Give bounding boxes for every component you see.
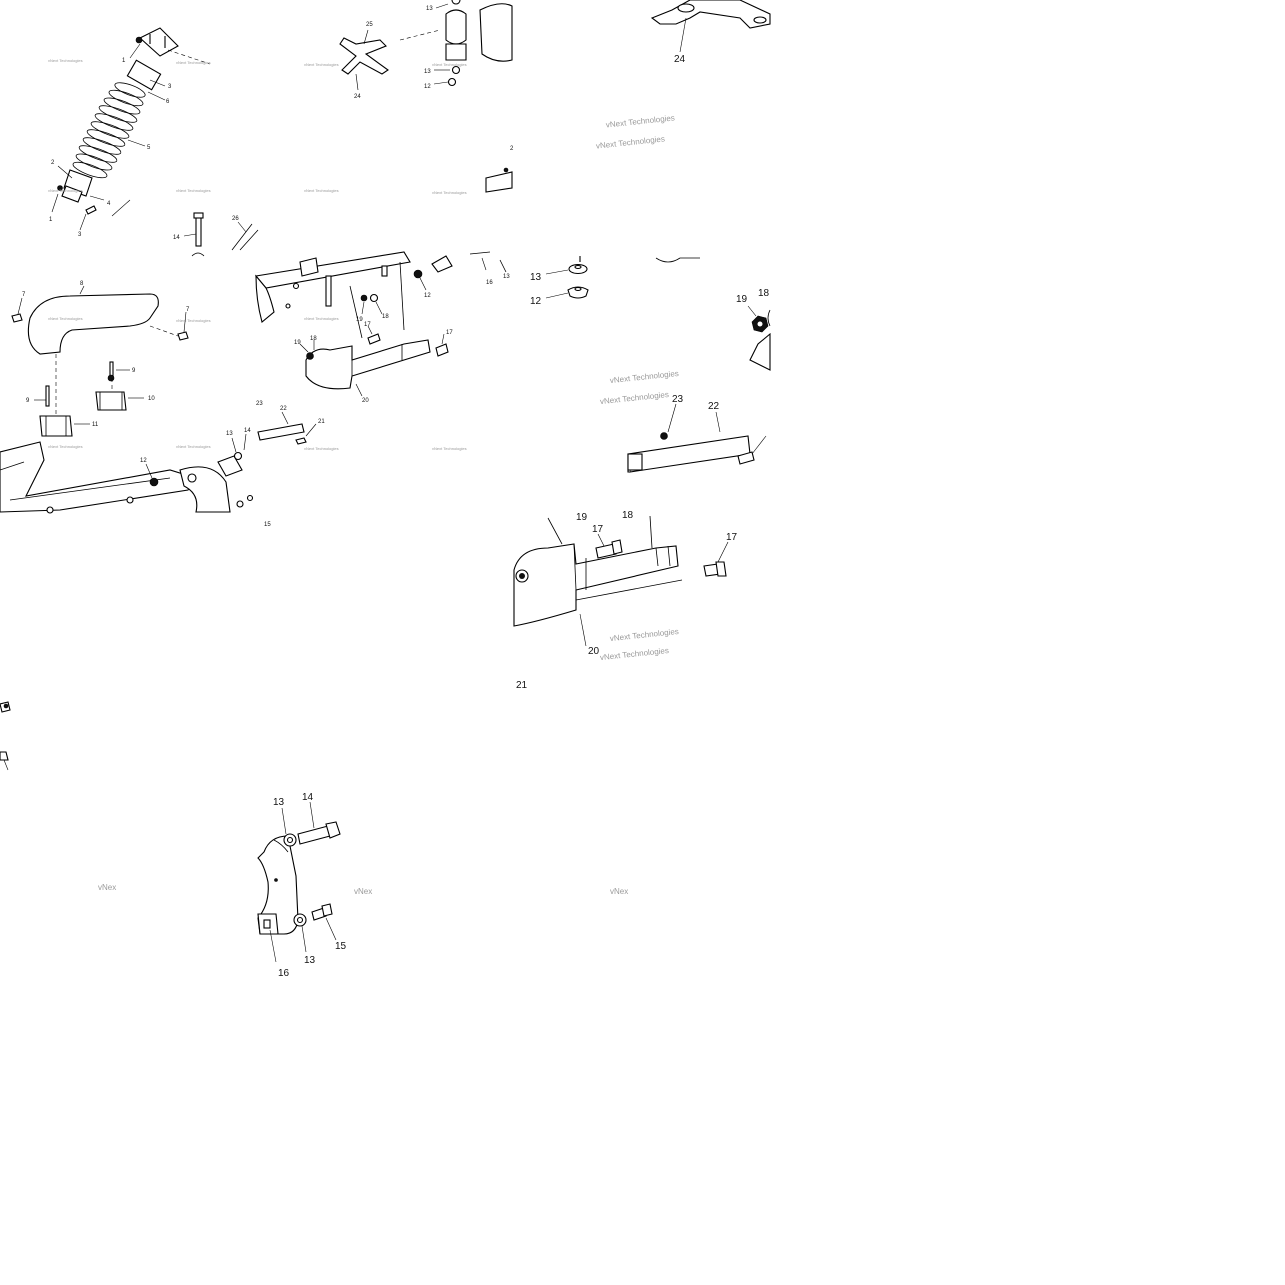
svg-text:17: 17 — [726, 532, 738, 543]
svg-text:vNex: vNex — [354, 887, 372, 896]
svg-text:1: 1 — [122, 58, 126, 64]
svg-text:18: 18 — [382, 314, 389, 320]
shock-labels: 1 3 6 5 2 4 1 3 — [49, 58, 172, 238]
svg-text:6: 6 — [166, 99, 170, 105]
detail-washers-13-12: 13 12 — [530, 256, 700, 307]
svg-text:21: 21 — [318, 419, 325, 425]
svg-text:1: 1 — [49, 217, 53, 223]
svg-text:vNext Technologies: vNext Technologies — [176, 444, 211, 449]
svg-text:13: 13 — [273, 797, 285, 808]
svg-text:12: 12 — [424, 84, 431, 90]
svg-text:13: 13 — [530, 272, 542, 283]
svg-text:vNext Technologies: vNext Technologies — [596, 134, 666, 150]
svg-text:7: 7 — [186, 307, 190, 313]
svg-text:24: 24 — [354, 94, 361, 100]
svg-text:21: 21 — [516, 680, 528, 691]
svg-text:22: 22 — [280, 406, 287, 412]
svg-text:14: 14 — [302, 792, 314, 803]
svg-text:24: 24 — [674, 54, 686, 65]
detail-tube-22: 23 22 — [627, 394, 767, 473]
overview-watermarks: vNext Technologies vNext Technologies vN… — [48, 58, 467, 451]
svg-text:vNext Technologies: vNext Technologies — [304, 62, 339, 67]
svg-text:2: 2 — [510, 146, 514, 152]
svg-text:8: 8 — [80, 281, 84, 287]
svg-text:12: 12 — [140, 458, 147, 464]
svg-text:19: 19 — [294, 340, 301, 346]
frame-channel-assembly: 26 12 16 13 19 18 17 17 19 18 — [231, 216, 510, 404]
svg-text:10: 10 — [148, 396, 155, 402]
svg-text:vNext Technologies: vNext Technologies — [605, 113, 675, 129]
svg-text:14: 14 — [244, 428, 251, 434]
svg-text:vNext Technologies: vNext Technologies — [176, 318, 211, 323]
svg-text:17: 17 — [364, 322, 371, 328]
detail-bracket-16: 13 14 13 15 16 — [257, 792, 347, 979]
svg-text:vNext Technologies: vNext Technologies — [599, 646, 669, 662]
svg-text:3: 3 — [168, 84, 172, 90]
svg-text:23: 23 — [672, 394, 684, 405]
svg-text:9: 9 — [26, 398, 30, 404]
svg-text:11: 11 — [92, 422, 99, 428]
svg-text:18: 18 — [622, 510, 634, 521]
svg-text:4: 4 — [107, 201, 111, 207]
svg-text:5: 5 — [147, 145, 151, 151]
svg-text:13: 13 — [304, 955, 316, 966]
svg-text:19: 19 — [356, 317, 363, 323]
svg-text:18: 18 — [310, 336, 317, 342]
svg-text:vNext Technologies: vNext Technologies — [304, 188, 339, 193]
chain-cover-assembly: 8 7 7 9 9 10 11 — [0, 281, 325, 528]
svg-text:15: 15 — [335, 941, 347, 952]
svg-text:vNext Technologies: vNext Technologies — [599, 390, 669, 406]
svg-text:vNext Technologies: vNext Technologies — [176, 60, 211, 65]
shock-absorber-assembly — [51, 27, 211, 231]
svg-text:17: 17 — [446, 330, 453, 336]
svg-text:vNext Technologies: vNext Technologies — [304, 316, 339, 321]
svg-text:vNext Technologies: vNext Technologies — [609, 369, 679, 385]
svg-text:15: 15 — [264, 522, 271, 528]
svg-text:7: 7 — [22, 292, 26, 298]
svg-text:13: 13 — [503, 274, 510, 280]
svg-text:20: 20 — [362, 398, 369, 404]
svg-text:vNext Technologies: vNext Technologies — [432, 190, 467, 195]
svg-text:19: 19 — [736, 294, 748, 305]
cross-plate-assembly: 25 24 13 13 12 2 — [339, 0, 514, 193]
svg-text:16: 16 — [486, 280, 493, 286]
svg-text:vNext Technologies: vNext Technologies — [48, 58, 83, 63]
svg-text:13: 13 — [426, 6, 433, 12]
svg-text:vNext Technologies: vNext Technologies — [48, 188, 83, 193]
svg-text:23: 23 — [256, 401, 263, 407]
svg-text:19: 19 — [576, 512, 588, 523]
svg-text:9: 9 — [132, 368, 136, 374]
svg-text:vNext Technologies: vNext Technologies — [48, 444, 83, 449]
svg-text:vNext Technologies: vNext Technologies — [432, 446, 467, 451]
svg-text:12: 12 — [530, 296, 542, 307]
svg-text:13: 13 — [226, 431, 233, 437]
svg-text:26: 26 — [232, 216, 239, 222]
svg-text:vNext Technologies: vNext Technologies — [304, 446, 339, 451]
svg-text:vNex: vNex — [98, 883, 116, 892]
svg-text:vNext Technologies: vNext Technologies — [48, 316, 83, 321]
svg-text:2: 2 — [51, 160, 55, 166]
svg-text:vNext Technologies: vNext Technologies — [609, 627, 679, 643]
detail-nut-19-18: 19 18 — [736, 288, 771, 371]
svg-text:vNext Technologies: vNext Technologies — [432, 62, 467, 67]
svg-text:17: 17 — [592, 524, 604, 535]
svg-text:18: 18 — [758, 288, 770, 299]
bolt-14-overview: 14 — [173, 212, 205, 257]
svg-text:13: 13 — [424, 69, 431, 75]
svg-text:12: 12 — [424, 293, 431, 299]
svg-text:20: 20 — [588, 646, 600, 657]
svg-text:vNex: vNex — [610, 887, 628, 896]
svg-text:25: 25 — [366, 22, 373, 28]
detail-plate-24: 24 — [650, 0, 771, 65]
svg-text:14: 14 — [173, 235, 180, 241]
svg-text:22: 22 — [708, 401, 720, 412]
edge-bolt-fragments — [0, 701, 11, 771]
detail-watermarks: vNext Technologies vNext Technologies vN… — [98, 113, 679, 896]
svg-text:3: 3 — [78, 232, 82, 238]
detail-channel-20: 19 18 17 17 20 21 — [513, 510, 738, 691]
svg-text:vNext Technologies: vNext Technologies — [176, 188, 211, 193]
svg-text:16: 16 — [278, 968, 290, 979]
